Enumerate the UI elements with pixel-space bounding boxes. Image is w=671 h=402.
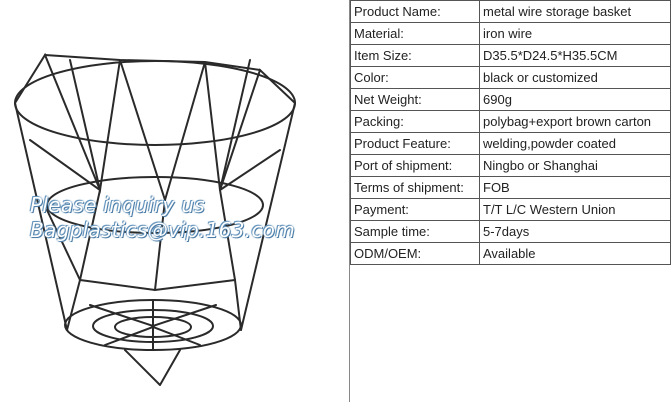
spec-row: Payment:T/T L/C Western Union	[350, 198, 671, 221]
spec-value: Available	[479, 242, 671, 265]
watermark-line-1: Please inquiry us	[30, 193, 206, 217]
wire-basket-image	[14, 52, 296, 386]
watermark-line-2: Bagplastics@vip.163.com	[30, 218, 296, 242]
spec-value: D35.5*D24.5*H35.5CM	[479, 44, 671, 67]
product-photo: Please inquiry us Bagplastics@vip.163.co…	[14, 52, 296, 386]
spec-label: Net Weight:	[350, 88, 480, 111]
spec-label: Terms of shipment:	[350, 176, 480, 199]
spec-label: Color:	[350, 66, 480, 89]
spec-row: Port of shipment:Ningbo or Shanghai	[350, 154, 671, 177]
spec-row: Color:black or customized	[350, 66, 671, 89]
spec-label: Sample time:	[350, 220, 480, 243]
spec-value: black or customized	[479, 66, 671, 89]
spec-value: welding,powder coated	[479, 132, 671, 155]
spec-row: Product Name:metal wire storage basket	[350, 0, 671, 23]
spec-row: Product Feature:welding,powder coated	[350, 132, 671, 155]
spec-label: ODM/OEM:	[350, 242, 480, 265]
spec-row: Packing:polybag+export brown carton	[350, 110, 671, 133]
divider-line	[349, 0, 350, 402]
spec-label: Item Size:	[350, 44, 480, 67]
spec-value: T/T L/C Western Union	[479, 198, 671, 221]
spec-value: iron wire	[479, 22, 671, 45]
spec-value: FOB	[479, 176, 671, 199]
spec-row: Sample time:5-7days	[350, 220, 671, 243]
spec-label: Payment:	[350, 198, 480, 221]
spec-row: Net Weight:690g	[350, 88, 671, 111]
spec-row: Item Size:D35.5*D24.5*H35.5CM	[350, 44, 671, 67]
spec-row: Material:iron wire	[350, 22, 671, 45]
spec-value: 5-7days	[479, 220, 671, 243]
spec-row: Terms of shipment:FOB	[350, 176, 671, 199]
spec-row: ODM/OEM:Available	[350, 242, 671, 265]
spec-label: Packing:	[350, 110, 480, 133]
spec-label: Product Feature:	[350, 132, 480, 155]
spec-label: Material:	[350, 22, 480, 45]
spec-label: Product Name:	[350, 0, 480, 23]
spec-label: Port of shipment:	[350, 154, 480, 177]
spec-value: metal wire storage basket	[479, 0, 671, 23]
spec-value: polybag+export brown carton	[479, 110, 671, 133]
spec-value: Ningbo or Shanghai	[479, 154, 671, 177]
spec-value: 690g	[479, 88, 671, 111]
